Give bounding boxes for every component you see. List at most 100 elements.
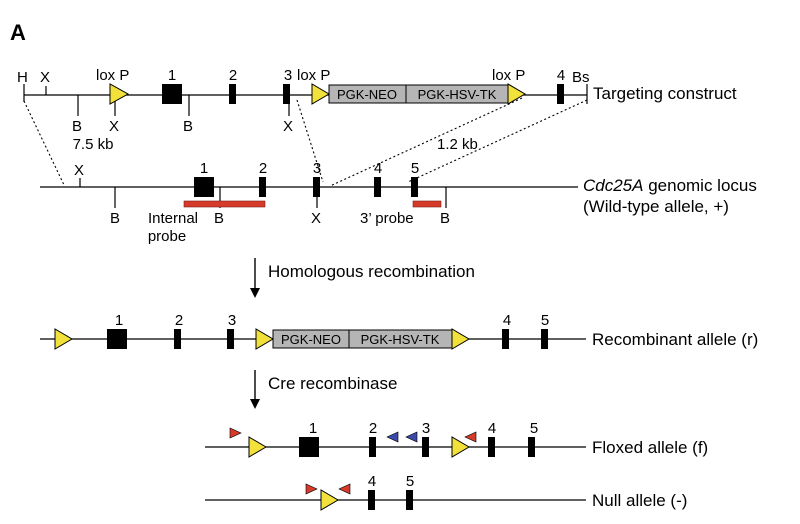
exon-number: 5 [411, 160, 419, 177]
three-prime-probe-label: 3’ probe [360, 210, 414, 227]
genomic-label: Cdc25A genomic locus [583, 176, 757, 195]
site-label: Bs [572, 69, 590, 86]
exon-number: 1 [200, 160, 208, 177]
exon-4 [557, 84, 564, 104]
site-label: X [74, 162, 84, 179]
floxed-allele: 1 2 3 4 5 Floxed allele (f) [205, 420, 708, 458]
exon-2 [259, 177, 266, 197]
floxed-label: Floxed allele (f) [592, 438, 708, 457]
exon-5 [528, 437, 535, 457]
neo-label: PGK-NEO [337, 87, 397, 102]
gene-name: Cdc25A [583, 176, 643, 195]
site-label: B [72, 118, 82, 135]
internal-probe [183, 200, 266, 208]
exon-2 [369, 437, 376, 457]
primer-reverse-blue [405, 431, 418, 443]
genomic-label-line2: (Wild-type allele, +) [583, 197, 729, 216]
null-label: Null allele (-) [592, 491, 687, 510]
pgk-hsv-tk-cassette [405, 84, 509, 104]
loxp-site [248, 436, 267, 458]
homology-line [23, 100, 65, 186]
loxp-site [311, 83, 330, 105]
arrow-head [250, 288, 260, 298]
loxp-label: lox P [492, 67, 525, 84]
exon-3 [283, 84, 290, 104]
exon-number: 3 [284, 67, 292, 84]
internal-probe-label: probe [148, 228, 186, 245]
primer-reverse-red [464, 431, 477, 443]
loxp-site [451, 436, 470, 458]
recombinant-allele: 1 2 3 4 5 PGK-NEO PGK-HSV-TK Recombinant… [40, 312, 758, 350]
homology-line [329, 97, 523, 187]
primer-reverse-blue [386, 431, 399, 443]
recombinant-label: Recombinant allele (r) [592, 330, 758, 349]
step-homologous-recombination: Homologous recombination [250, 258, 475, 298]
null-allele: 4 5 Null allele (-) [205, 473, 687, 511]
site-label: B [440, 210, 450, 227]
exon-2 [229, 84, 236, 104]
primer-reverse-red [338, 483, 351, 495]
exon-2 [174, 329, 181, 349]
pgk-hsv-tk-cassette [348, 329, 453, 349]
homology-line [296, 99, 324, 183]
exon-number: 5 [406, 473, 414, 490]
exon-3 [227, 329, 234, 349]
exon-4 [502, 329, 509, 349]
exon-5 [541, 329, 548, 349]
exon-4 [374, 177, 381, 197]
genomic-label-rest: genomic locus [643, 176, 756, 195]
loxp-label: lox P [96, 67, 129, 84]
exon-number: 2 [175, 312, 183, 329]
exon-number: 4 [488, 420, 496, 437]
primer-forward-red [229, 427, 242, 439]
step2-label: Cre recombinase [268, 374, 397, 393]
exon-number: 5 [530, 420, 538, 437]
exon-number: 1 [115, 312, 123, 329]
exon-5 [411, 177, 418, 197]
exon-number: 4 [503, 312, 511, 329]
site-label: B [183, 118, 193, 135]
exon-3 [422, 437, 429, 457]
exon-number: 3 [313, 160, 321, 177]
site-label: X [311, 210, 321, 227]
loxp-site [54, 328, 73, 350]
site-label: X [283, 118, 293, 135]
genomic-locus: X B B X B 1 2 3 4 5 Internal probe 3’ pr… [40, 160, 757, 245]
arrow-head [250, 399, 260, 409]
site-label: B [214, 210, 224, 227]
loxp-site [255, 328, 274, 350]
exon-number: 3 [228, 312, 236, 329]
exon-number: 1 [309, 420, 317, 437]
panel-label: A [10, 20, 26, 45]
exon-number: 1 [168, 67, 176, 84]
exon-number: 2 [259, 160, 267, 177]
tk-label: PGK-HSV-TK [361, 332, 440, 347]
loxp-site [320, 489, 339, 511]
homology-line [407, 99, 588, 183]
site-label: X [109, 118, 119, 135]
exon-number: 3 [422, 420, 430, 437]
size-label-7-5kb: 7.5 kb [73, 136, 114, 153]
primer-forward-red [305, 483, 318, 495]
exon-number: 4 [374, 160, 382, 177]
targeting-construct: H X B X B X Bs lox P lox P lox P 1 2 3 4… [17, 67, 737, 153]
loxp-label: lox P [297, 67, 330, 84]
internal-probe-label: Internal [148, 210, 198, 227]
site-label: X [40, 69, 50, 86]
site-label: B [110, 210, 120, 227]
step1-label: Homologous recombination [268, 262, 475, 281]
exon-4 [488, 437, 495, 457]
construct-label: Targeting construct [593, 84, 737, 103]
exon-number: 4 [557, 67, 565, 84]
exon-1 [107, 329, 127, 349]
exon-4 [368, 490, 375, 510]
exon-number: 2 [229, 67, 237, 84]
exon-number: 5 [541, 312, 549, 329]
step-cre-recombinase: Cre recombinase [250, 370, 397, 409]
site-label: H [17, 69, 28, 86]
exon-number: 4 [368, 473, 376, 490]
tk-label: PGK-HSV-TK [418, 87, 497, 102]
size-label-1-2kb: 1.2 kb [437, 136, 478, 153]
